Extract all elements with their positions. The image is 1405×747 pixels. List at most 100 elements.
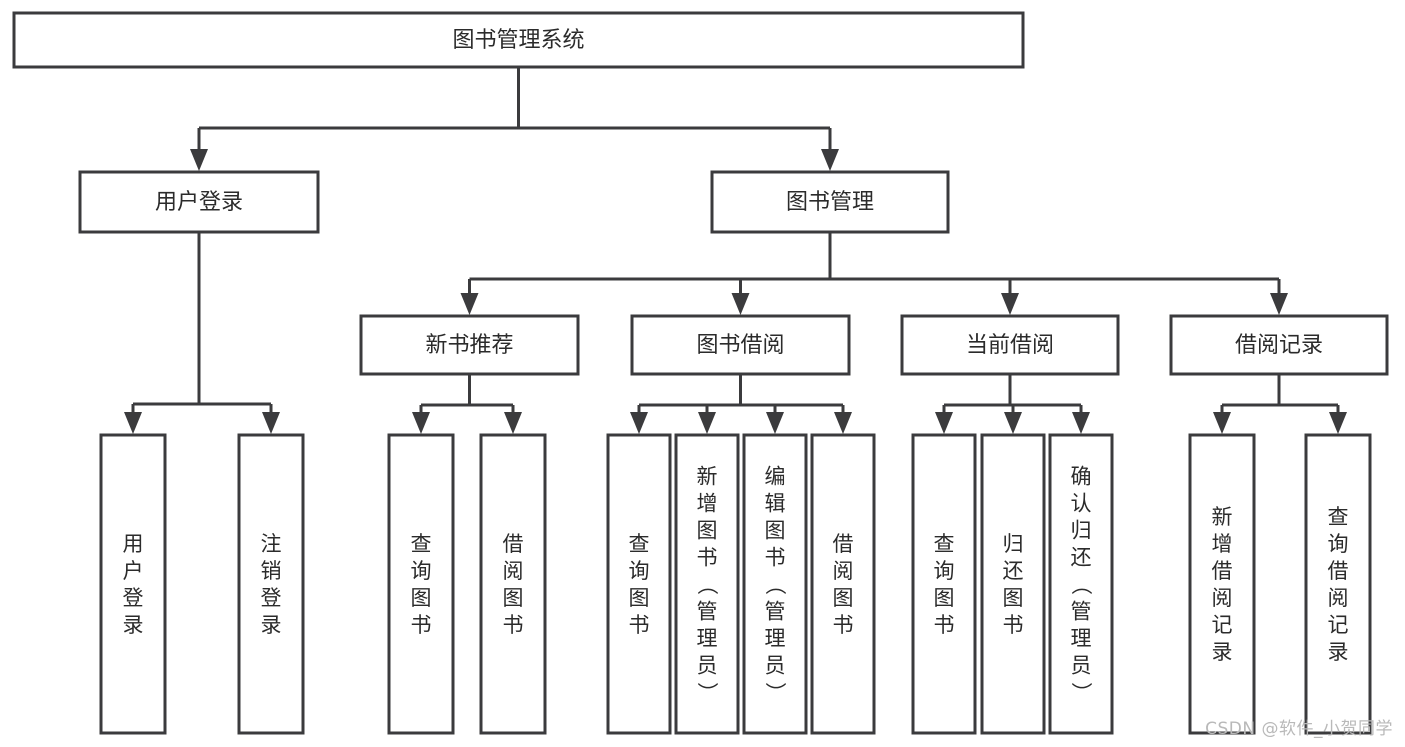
node-label-char: 理 <box>1071 627 1092 651</box>
node-box <box>674 433 740 735</box>
node-label-char: 员 <box>1071 654 1092 678</box>
node-label-char: 借 <box>833 532 854 556</box>
node-label-char: 图 <box>833 586 854 610</box>
node-label: 图书借阅 <box>696 333 784 358</box>
node-borrow: 图书借阅 <box>630 314 851 376</box>
node-label-char: 录 <box>123 613 144 637</box>
arrow-head-icon <box>698 412 716 434</box>
node-box <box>630 314 851 376</box>
arrow-head-icon <box>1270 293 1288 315</box>
node-label-char: 图 <box>503 586 524 610</box>
node-label-char: 记 <box>1212 613 1233 637</box>
node-label-char: 书 <box>411 613 432 637</box>
node-leaf-user-login: 用户登录 <box>99 433 167 735</box>
arrow-head-icon <box>935 412 953 434</box>
node-label-char: 阅 <box>503 559 524 583</box>
node-label-char: 编 <box>765 465 786 489</box>
node-label: 新书推荐 <box>425 333 513 358</box>
node-label-char: 阅 <box>1212 586 1233 610</box>
node-label-char: 图 <box>1003 586 1024 610</box>
node-label: 当前借阅 <box>966 333 1054 358</box>
node-label-char: 认 <box>1071 492 1092 516</box>
node-label-char: 记 <box>1328 613 1349 637</box>
node-label-char: 还 <box>1003 559 1024 583</box>
node-label-char: 阅 <box>833 559 854 583</box>
arrow-head-icon <box>766 412 784 434</box>
arrow-head-icon <box>1329 412 1347 434</box>
node-label-char: 确 <box>1071 465 1092 489</box>
node-label-char: 书 <box>833 613 854 637</box>
arrow-head-icon <box>1001 293 1019 315</box>
node-box <box>99 433 167 735</box>
arrow-head-icon <box>1072 412 1090 434</box>
node-box <box>12 11 1025 69</box>
arrow-head-icon <box>412 412 430 434</box>
node-box <box>387 433 455 735</box>
node-box <box>1304 433 1372 735</box>
node-label-char: 管 <box>765 600 786 624</box>
node-label-char: 录 <box>261 613 282 637</box>
node-label-char: 询 <box>1328 532 1349 556</box>
node-label-char: （ <box>1069 574 1093 595</box>
node-current: 当前借阅 <box>900 314 1120 376</box>
node-label-char: 书 <box>697 546 718 570</box>
node-label-char: 注 <box>261 532 282 556</box>
node-label-char: 增 <box>697 492 718 516</box>
node-label-char: 借 <box>1212 559 1233 583</box>
node-box <box>479 433 547 735</box>
arrow-head-icon <box>124 412 142 434</box>
node-label-char: 图 <box>765 519 786 543</box>
node-label-char: （ <box>763 574 787 595</box>
node-root: 图书管理系统 <box>12 11 1025 69</box>
node-label-char: 图 <box>697 519 718 543</box>
node-label-char: 销 <box>261 559 282 583</box>
arrow-head-icon <box>630 412 648 434</box>
node-label-char: 增 <box>1212 532 1233 556</box>
node-label-char: 书 <box>629 613 650 637</box>
node-label-char: 辑 <box>765 492 786 516</box>
node-box <box>980 433 1046 735</box>
node-label-char: 管 <box>697 600 718 624</box>
node-label-char: 还 <box>1071 546 1092 570</box>
node-box <box>1169 314 1389 376</box>
node-label-char: 新 <box>1212 505 1233 529</box>
node-records: 借阅记录 <box>1169 314 1389 376</box>
node-label-char: 询 <box>934 559 955 583</box>
arrow-head-icon <box>504 412 522 434</box>
node-box <box>78 170 320 234</box>
node-label-char: 书 <box>934 613 955 637</box>
node-label-char: ） <box>695 682 719 703</box>
node-label: 图书管理系统 <box>452 28 584 53</box>
connector-edges <box>124 67 1347 434</box>
node-box <box>237 433 305 735</box>
node-box <box>359 314 580 376</box>
node-label-char: 员 <box>765 654 786 678</box>
node-label-char: 查 <box>1328 505 1349 529</box>
node-label: 图书管理 <box>786 190 874 215</box>
arrow-head-icon <box>731 293 750 315</box>
node-label-char: 借 <box>1328 559 1349 583</box>
node-label-char: 归 <box>1071 519 1092 543</box>
node-label-char: 询 <box>411 559 432 583</box>
node-label-char: 理 <box>765 627 786 651</box>
node-box <box>742 433 808 735</box>
node-label-char: 归 <box>1003 532 1024 556</box>
node-label-char: 登 <box>123 586 144 610</box>
node-box <box>710 170 950 234</box>
arrow-head-icon <box>190 149 208 171</box>
node-box <box>1188 433 1256 735</box>
node-label-char: 管 <box>1071 600 1092 624</box>
arrow-head-icon <box>460 293 479 315</box>
node-label-char: 借 <box>503 532 524 556</box>
node-label-char: 用 <box>123 532 144 556</box>
node-label-char: 图 <box>934 586 955 610</box>
